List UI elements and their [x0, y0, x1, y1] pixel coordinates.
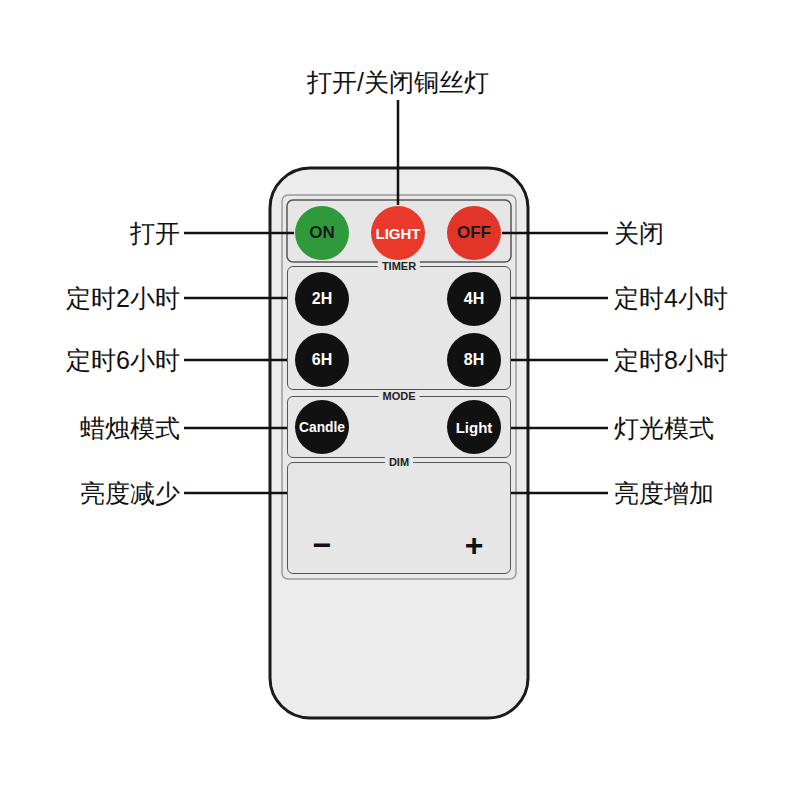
button-label: 8H	[464, 351, 484, 369]
button-label: 4H	[464, 290, 484, 308]
callout-label: 打开	[130, 221, 180, 246]
callout-label: 亮度减少	[80, 481, 180, 506]
button-label: Candle	[299, 420, 345, 435]
timer-group: TIMER2H4H6H8H	[287, 266, 511, 390]
light-mode-button: Light	[447, 400, 501, 454]
plus-sign: +	[465, 529, 484, 561]
callout-title: 打开/关闭铜丝灯	[307, 70, 489, 95]
leader-line	[184, 232, 294, 235]
power-group-box	[287, 200, 511, 262]
mode-group: MODECandleLight	[287, 396, 511, 458]
leader-line	[502, 297, 608, 300]
callout-label: 定时4小时	[614, 286, 728, 311]
button-label: 6H	[312, 351, 332, 369]
timer-button: 2H	[295, 272, 349, 326]
button-label: 2H	[312, 290, 332, 308]
leader-lines	[184, 100, 608, 493]
leader-line	[184, 359, 294, 362]
on-button: ON	[295, 206, 349, 260]
remote-body	[270, 168, 528, 718]
callout-label: 定时2小时	[66, 286, 180, 311]
leader-line	[502, 232, 608, 235]
leader-line	[397, 100, 400, 205]
light-button: LIGHT	[371, 206, 425, 260]
button-panel	[282, 195, 516, 579]
leader-line	[501, 492, 608, 495]
off-button: OFF	[447, 206, 501, 260]
button-label: OFF	[457, 223, 491, 243]
callout-label: 灯光模式	[614, 416, 714, 441]
candle-button: Candle	[295, 400, 349, 454]
button-label: ON	[309, 223, 335, 243]
group-heading: MODE	[379, 390, 420, 403]
callout-label: 蜡烛模式	[80, 416, 180, 441]
leader-line	[184, 427, 294, 430]
button-label: LIGHT	[376, 225, 421, 242]
callout-label: 亮度增加	[614, 481, 714, 506]
callout-label: 关闭	[614, 221, 664, 246]
timer-button: 8H	[447, 333, 501, 387]
leader-line	[502, 359, 608, 362]
callout-label: 定时6小时	[66, 348, 180, 373]
callout-label: 定时8小时	[614, 348, 728, 373]
leader-line	[184, 492, 295, 495]
group-heading: DIM	[385, 456, 413, 469]
group-heading: TIMER	[378, 260, 420, 273]
minus-sign: −	[313, 529, 332, 561]
leader-line	[502, 427, 608, 430]
timer-button: 4H	[447, 272, 501, 326]
button-label: Light	[456, 419, 493, 436]
timer-button: 6H	[295, 333, 349, 387]
leader-line	[184, 297, 294, 300]
